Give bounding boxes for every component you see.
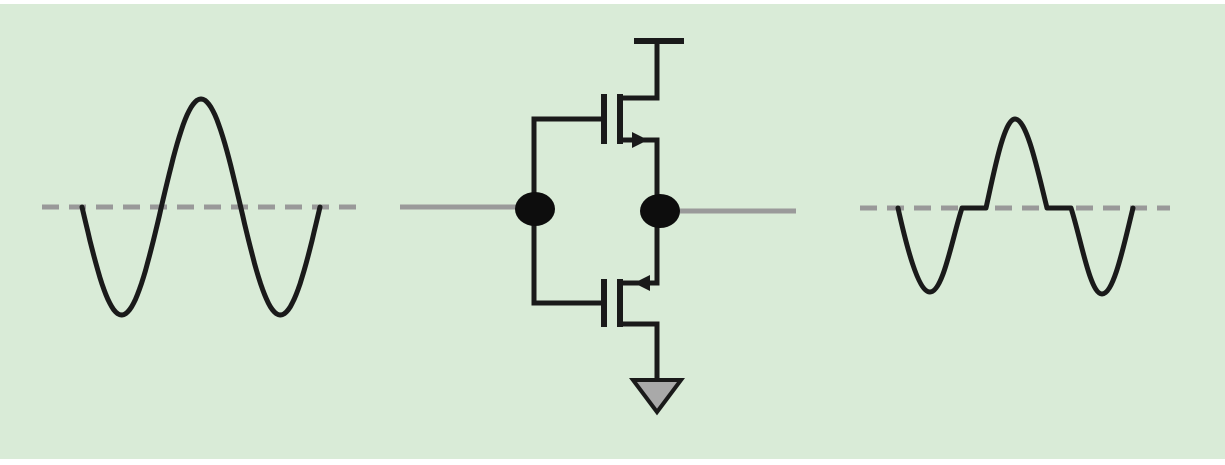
pmos-arrow-icon <box>632 132 648 148</box>
pmos-transistor <box>601 41 660 209</box>
ground-icon <box>629 378 685 416</box>
input-waveform <box>42 96 356 318</box>
cmos-inverter-diagram <box>0 4 1225 459</box>
output-waveform <box>860 116 1170 297</box>
diagram-panel <box>0 4 1225 459</box>
output-junction-node <box>640 194 680 228</box>
nmos-drain-wire <box>620 211 660 286</box>
pmos-drain-wire <box>620 41 660 101</box>
nmos-arrow-icon <box>634 275 650 291</box>
panel-background <box>0 4 1225 459</box>
input-junction-node <box>515 192 555 226</box>
nmos-source-wire <box>620 321 660 380</box>
output-distorted-wave <box>895 116 1136 297</box>
input-sine-wave <box>79 96 323 318</box>
nmos-transistor <box>601 211 660 380</box>
cmos-inverter-circuit <box>400 38 796 416</box>
